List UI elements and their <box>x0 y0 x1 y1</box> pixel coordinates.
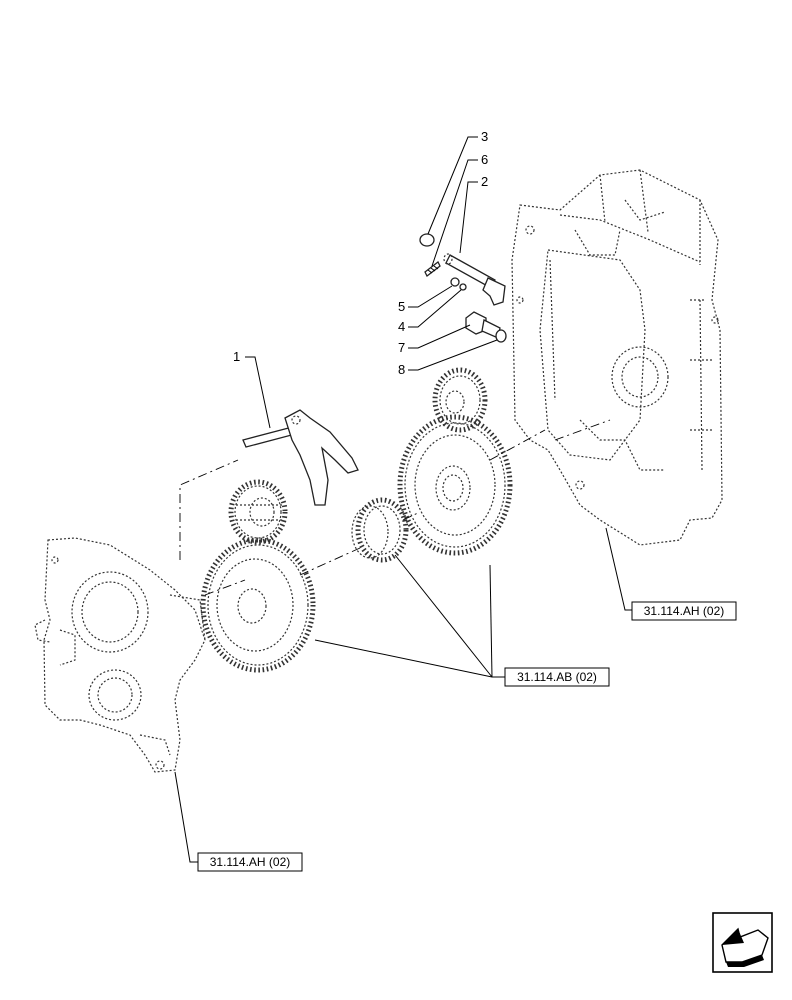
callout-4: 4 <box>398 319 405 334</box>
callout-labels: 3 6 2 5 4 7 8 1 <box>233 129 488 377</box>
large-gear-left <box>200 537 316 673</box>
reference-box-left-housing[interactable]: 31.114.AH (02) <box>197 852 303 872</box>
detent-ball-small <box>459 283 467 291</box>
alignment-centerlines <box>179 419 611 596</box>
callout-2: 2 <box>481 174 488 189</box>
callout-3: 3 <box>481 129 488 144</box>
o-ring <box>419 233 435 247</box>
washer <box>495 329 507 343</box>
shift-fork-assembly <box>242 409 359 506</box>
bolt <box>465 311 501 339</box>
reference-label-left-housing: 31.114.AH (02) <box>210 855 291 869</box>
synchronizer-sleeve <box>351 497 409 563</box>
reference-box-right-housing[interactable]: 31.114.AH (02) <box>631 601 737 621</box>
reference-label-right-housing: 31.114.AH (02) <box>644 604 725 618</box>
callout-5: 5 <box>398 299 405 314</box>
reference-label-gears: 31.114.AB (02) <box>517 670 597 684</box>
front-transmission-housing <box>34 537 206 773</box>
leader-lines <box>174 136 632 863</box>
detent-ball <box>450 277 460 287</box>
shift-shaft <box>443 253 506 306</box>
large-gear-right <box>397 414 513 556</box>
callout-7: 7 <box>398 340 405 355</box>
callout-1: 1 <box>233 349 240 364</box>
next-page-arrow-icon[interactable] <box>712 912 773 973</box>
callout-8: 8 <box>398 362 405 377</box>
small-gear-right <box>432 367 488 433</box>
spring <box>424 261 441 277</box>
callout-6: 6 <box>481 152 488 167</box>
rear-transmission-housing <box>511 169 723 546</box>
small-gear-left <box>228 479 288 545</box>
reference-box-gears[interactable]: 31.114.AB (02) <box>504 667 610 687</box>
